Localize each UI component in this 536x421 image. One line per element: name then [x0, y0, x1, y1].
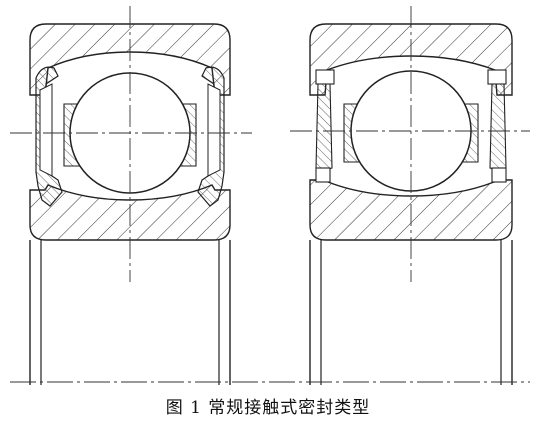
- left-seal-insert-right: [207, 83, 221, 177]
- right-seal-left: [315, 83, 333, 173]
- right-seal-left-top: [315, 69, 335, 85]
- left-seal-insert-left: [39, 83, 53, 177]
- right-seal-left-bottom: [315, 167, 331, 183]
- right-seal-right-top: [487, 69, 507, 85]
- left-bearing: [10, 6, 252, 385]
- right-bearing: [290, 6, 530, 385]
- right-seal-right: [489, 83, 507, 173]
- figure-caption: 图 1 常规接触式密封类型: [165, 398, 371, 418]
- right-seal-right-bottom: [491, 167, 507, 183]
